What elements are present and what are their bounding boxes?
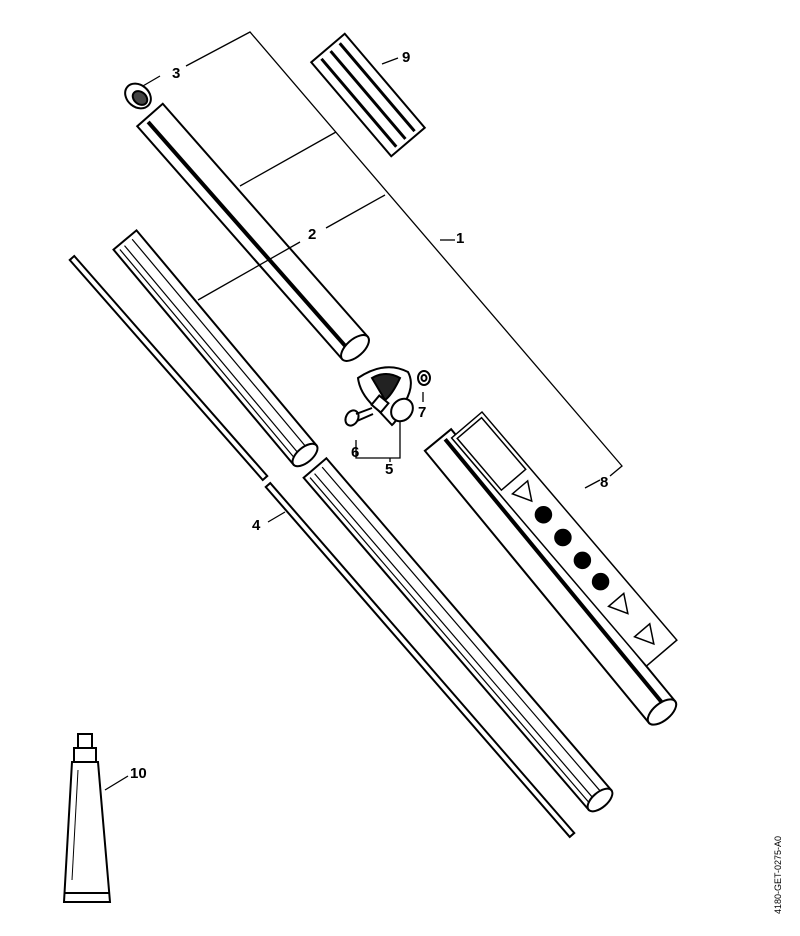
leader-2b — [197, 241, 301, 301]
callout-1: 1 — [456, 230, 465, 247]
callout-2: 2 — [308, 226, 317, 243]
callout-5: 5 — [385, 461, 394, 478]
callout-4: 4 — [252, 517, 261, 534]
leader-8b — [584, 479, 601, 489]
leader-4 — [267, 511, 286, 523]
leader-1-8 — [185, 31, 623, 477]
callout-6: 6 — [351, 444, 360, 461]
callout-10: 10 — [130, 765, 147, 782]
screw-part-6 — [344, 407, 374, 427]
callout-8: 8 — [600, 474, 609, 491]
nut-part-3 — [124, 82, 152, 110]
callout-9: 9 — [402, 49, 411, 66]
callout-3: 3 — [172, 65, 181, 82]
nut-part-7 — [417, 370, 431, 386]
drive-rod-part-4-lower — [264, 481, 576, 839]
shaft-tube-lower — [423, 427, 678, 726]
tube-part-9 — [309, 32, 427, 158]
handle-part-5 — [356, 366, 414, 427]
leader-5 — [355, 420, 401, 459]
shaft-tube-part-2 — [135, 102, 370, 362]
label-sticker-part-8 — [450, 410, 678, 668]
profile-tube-lower — [302, 456, 614, 813]
callout-7: 7 — [418, 404, 427, 421]
leader-9 — [381, 57, 399, 65]
leader-2a — [239, 131, 337, 187]
profile-tube-upper — [112, 228, 319, 468]
grease-tube-part-10 — [62, 733, 112, 903]
drawing-code: 4180-GET-0275-A0 — [773, 835, 783, 915]
leader-10 — [104, 775, 129, 791]
drive-rod-part-4-upper — [68, 254, 269, 482]
